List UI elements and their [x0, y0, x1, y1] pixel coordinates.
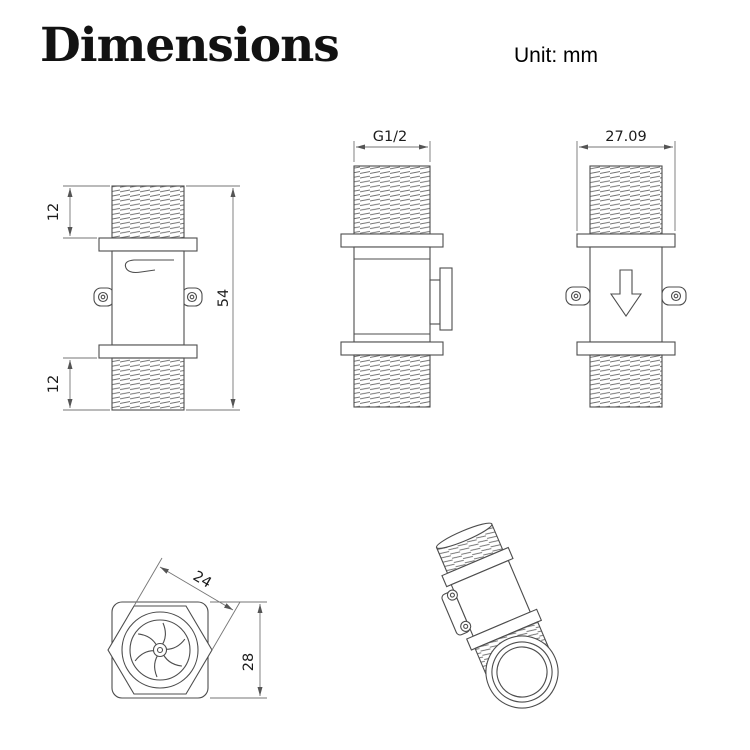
- view-3d: [435, 522, 559, 709]
- top-flange: [340, 233, 444, 248]
- dim-top-thread-lines: [63, 185, 110, 239]
- top-flange: [98, 237, 198, 252]
- bottom-flange: [576, 341, 676, 356]
- view-front: G1/2: [340, 129, 453, 408]
- ear-hole-right: [186, 291, 198, 303]
- bottom-thread: [111, 357, 185, 411]
- view-top: 24 28: [107, 557, 267, 699]
- top-thread: [111, 185, 185, 239]
- dim-width-lines: [576, 141, 676, 231]
- bottom-thread: [353, 354, 431, 408]
- bottom-thread: [589, 354, 663, 408]
- dim-body-lines: [210, 601, 267, 699]
- view-side: 12 54 12: [46, 185, 240, 411]
- bottom-flange: [340, 341, 444, 356]
- ear-hole-right: [670, 290, 682, 302]
- dim-label-across-flats: 24: [190, 568, 214, 591]
- dim-label-top-thread: 12: [46, 203, 62, 221]
- bottom-flange: [98, 344, 198, 359]
- view-flow: 27.09: [565, 129, 687, 408]
- retainer-clip: [124, 259, 174, 274]
- sensor-body: [353, 246, 431, 343]
- sensor-body: [111, 250, 185, 346]
- far-thread-end: [435, 522, 493, 549]
- sensor-housing-cap: [439, 267, 453, 331]
- dim-bottom-thread-lines: [63, 357, 110, 411]
- flow-direction-arrow-icon: [609, 269, 643, 317]
- page-title: Dimensions: [40, 18, 340, 73]
- dim-across-flats-lines: [133, 557, 241, 651]
- unit-label: Unit: mm: [514, 44, 598, 67]
- top-part-drawing: [107, 601, 213, 699]
- side-part-drawing: [93, 185, 203, 411]
- sensor-housing-stem: [429, 279, 441, 325]
- dim-label-overall: 54: [216, 289, 232, 307]
- dim-label-bottom-thread: 12: [46, 375, 62, 393]
- ear-hole-left: [97, 291, 109, 303]
- impeller: [134, 622, 186, 678]
- ear-hole-left: [570, 290, 582, 302]
- dim-label-width: 27.09: [605, 129, 647, 145]
- top-thread: [353, 165, 431, 235]
- top-thread: [589, 165, 663, 235]
- dim-thread-spec-lines: [353, 141, 431, 162]
- bore-inner: [129, 619, 191, 681]
- top-flange: [576, 233, 676, 248]
- dim-label-thread-spec: G1/2: [373, 129, 408, 145]
- dim-label-body: 28: [241, 653, 257, 671]
- front-part-drawing: [340, 165, 453, 408]
- flow-part-drawing: [565, 165, 687, 408]
- ear-hole-left: [460, 620, 472, 632]
- dim-overall-lines: [186, 185, 240, 411]
- ear-hole-right: [446, 589, 458, 601]
